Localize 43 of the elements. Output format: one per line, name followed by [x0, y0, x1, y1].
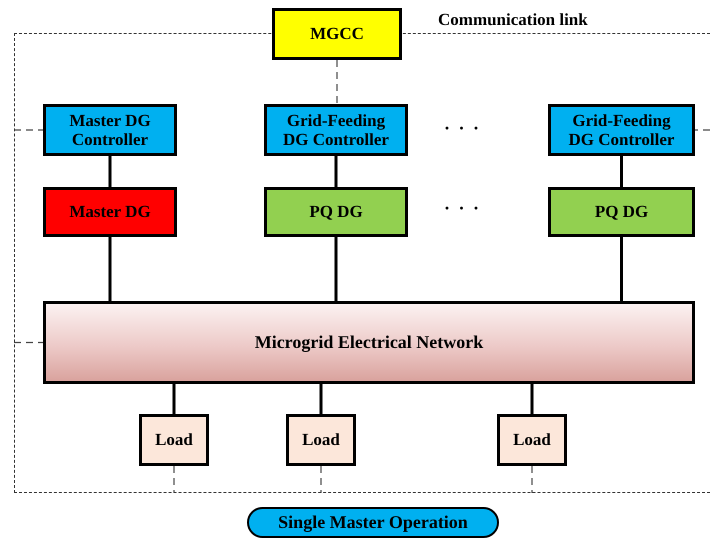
- communication-line: [14, 129, 43, 131]
- controller-box: [264, 104, 408, 156]
- load-label: Load: [155, 430, 193, 450]
- power-line: [620, 237, 623, 301]
- mode-pill: [247, 507, 499, 538]
- communication-line: [14, 342, 43, 344]
- generator-box: [548, 187, 695, 237]
- power-line: [334, 156, 338, 187]
- communication-line: [531, 466, 533, 493]
- power-line: [108, 156, 112, 187]
- power-line: [108, 237, 112, 301]
- communication-line: [173, 466, 175, 493]
- controller-label: Grid-Feeding DG Controller: [568, 110, 676, 150]
- controller-box: [272, 8, 402, 60]
- controller-label: Grid-Feeding DG Controller: [282, 110, 390, 150]
- generator-box: [43, 187, 177, 237]
- load-box: [139, 414, 209, 466]
- generator-label: PQ DG: [594, 202, 648, 222]
- network-label: Microgrid Electrical Network: [254, 332, 484, 353]
- mode-label: Single Master Operation: [278, 512, 468, 533]
- ellipsis-label: · · ·: [444, 118, 482, 139]
- power-line: [620, 156, 623, 187]
- generator-box: [264, 187, 408, 237]
- network-box: [43, 301, 695, 384]
- power-line: [334, 237, 338, 301]
- power-line: [530, 384, 534, 414]
- communication-line: [695, 129, 710, 131]
- load-box: [497, 414, 567, 466]
- generator-label: Master DG: [69, 202, 151, 222]
- generator-label: PQ DG: [309, 202, 363, 222]
- communication-line: [336, 60, 338, 104]
- controller-label: Master DG Controller: [68, 110, 152, 150]
- load-label: Load: [302, 430, 340, 450]
- load-box: [286, 414, 356, 466]
- communication-line: [320, 466, 322, 493]
- power-line: [320, 384, 322, 414]
- controller-label: MGCC: [310, 24, 364, 44]
- load-label: Load: [513, 430, 551, 450]
- controller-box: [548, 104, 695, 156]
- link-label: Communication link: [438, 10, 588, 30]
- controller-box: [43, 104, 177, 156]
- power-line: [172, 384, 176, 414]
- ellipsis-label: · · ·: [444, 198, 482, 219]
